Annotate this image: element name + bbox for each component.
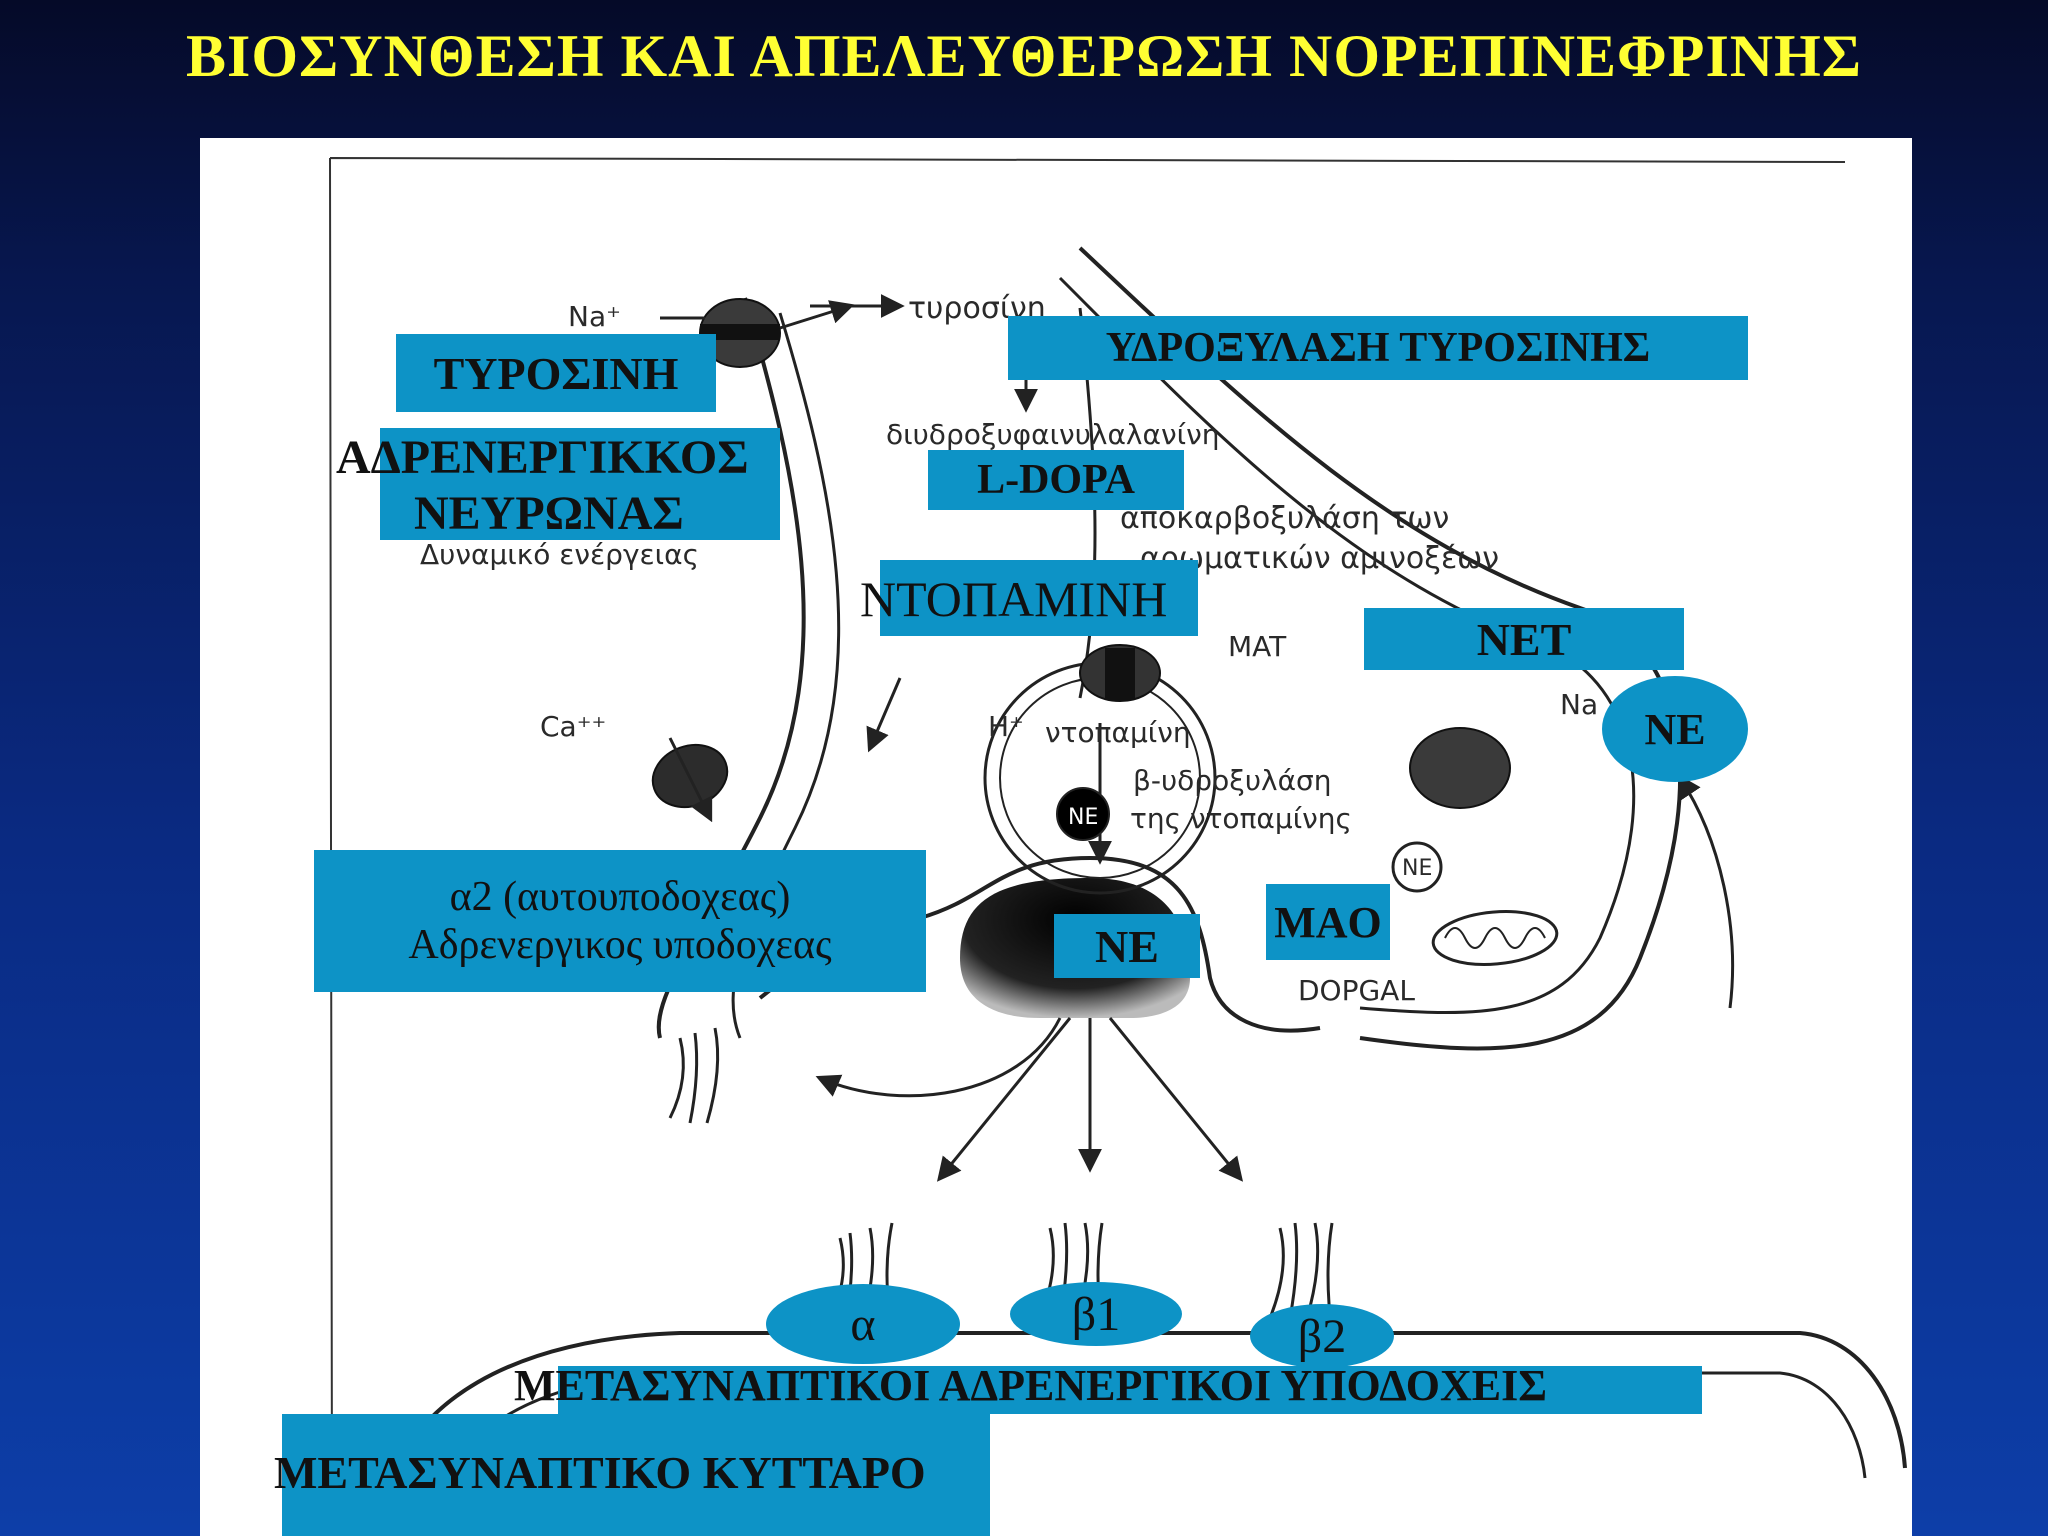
na-ion-label: Na⁺: [568, 300, 621, 333]
ne-vesicle-circle: [1056, 787, 1110, 841]
receptor-beta2-shape: [1268, 1222, 1334, 1334]
tyrosine-box: ΤΥΡΟΣΙΝΗ: [396, 334, 716, 412]
net-box: NET: [1364, 608, 1684, 670]
ne-vesicle-text: NE: [1068, 805, 1098, 830]
arrow-release-left: [936, 1017, 1072, 1182]
arrow-autoreceptor: [815, 1017, 1062, 1098]
l-dopa-box: L-DOPA: [928, 450, 1184, 510]
calcium-label: Ca⁺⁺: [540, 710, 606, 743]
axon-membrane-right-inner: [1058, 276, 1636, 1015]
mitochondrion-cristae: [1444, 927, 1546, 949]
tyrosine-transporter-band: [700, 324, 780, 340]
beta-hydroxylase-label-1: β-υδροξυλάση: [1133, 764, 1332, 797]
neuron-label-line1: ΑΔΡΕΝΕΡΓΙΚΚΟΣ: [336, 431, 749, 484]
beta1-receptor-oval: β1: [1010, 1282, 1182, 1346]
frame-line: [329, 157, 1846, 1519]
ne-mao-text: NE: [1402, 856, 1432, 881]
arrow-calcium: [668, 737, 713, 823]
decarboxylase-label-2: αρωματικών αμινοξέων: [1140, 541, 1499, 576]
receptor-alpha-shape: [828, 1222, 894, 1334]
autoreceptor-shape: [668, 1027, 720, 1124]
beta-hydroxylase-label-2: της ντοπαμίνης: [1130, 802, 1352, 835]
mao-box: MAO: [1266, 884, 1390, 960]
alpha-receptor-oval: α: [766, 1284, 960, 1364]
neuron-label-line2: ΝΕΥΡΩΝΑΣ: [414, 487, 684, 540]
page-title: ΒΙΟΣΥΝΘΕΣΗ ΚΑΙ ΑΠΕΛΕΥΘΕΡΩΣΗ ΝΟΡΕΠΙΝΕΦΡΙΝ…: [185, 23, 1863, 89]
dopamine-small-label: ντοπαμίνη: [1045, 716, 1191, 749]
dihydroxy-label: διυδροξυφαινυλαλανίνη: [886, 418, 1219, 451]
mat-transporter-band: [1105, 648, 1135, 700]
dopamine-label: ΝΤΟΠΑΜΙΝΗ: [860, 571, 1168, 627]
ne-reuptake-oval: NE: [1602, 676, 1748, 782]
arrow-action-potential: [866, 677, 902, 753]
hydrogen-label: H⁺: [988, 710, 1024, 743]
postsynaptic-cell-label: ΜΕΤΑΣΥΝΑΠΤΙΚΟ ΚΥΤΤΑΡΟ: [274, 1447, 926, 1498]
postsynaptic-receptors-box: [558, 1366, 1702, 1414]
na-right-label: Na: [1560, 688, 1598, 721]
arrow-tyrosine-out: [779, 300, 855, 330]
receptor-beta1-shape: [1038, 1222, 1104, 1334]
ne-mao-circle: [1391, 841, 1443, 893]
alpha2-autoreceptor-box: α2 (αυτουποδοχεας) Αδρενεργικος υποδοχεα…: [314, 850, 926, 992]
adrenergic-neuron-box: [380, 428, 780, 540]
postsynaptic-receptors-label: ΜΕΤΑΣΥΝΑΠΤΙΚΟΙ ΑΔΡΕΝΕΡΓΙΚΟΙ ΥΠΟΔΟΧΕΙΣ: [514, 1361, 1548, 1410]
action-potential-label: Δυναμικό ενέργειας: [420, 538, 699, 571]
beta2-receptor-oval: β2: [1250, 1304, 1394, 1368]
mat-label: MAT: [1228, 630, 1287, 663]
arrow-release-right: [1108, 1017, 1244, 1182]
alpha2-line2: Αδρενεργικος υποδοχεας: [408, 922, 832, 968]
mitochondrion: [1431, 910, 1559, 966]
postsynaptic-cell-box: [282, 1414, 990, 1536]
dopamine-box: [880, 560, 1198, 636]
alpha2-line1: α2 (αυτουποδοχεας): [449, 874, 791, 920]
net-transporter: [1409, 727, 1511, 809]
tyrosine-hydroxylase-box: ΥΔΡΟΞΥΛΑΣΗ ΤΥΡΟΣΙΝΗΣ: [1008, 316, 1748, 380]
dopgal-label: DOPGAL: [1298, 974, 1415, 1007]
arrow-reuptake: [1677, 774, 1735, 1009]
ne-center-box: NE: [1054, 914, 1200, 978]
